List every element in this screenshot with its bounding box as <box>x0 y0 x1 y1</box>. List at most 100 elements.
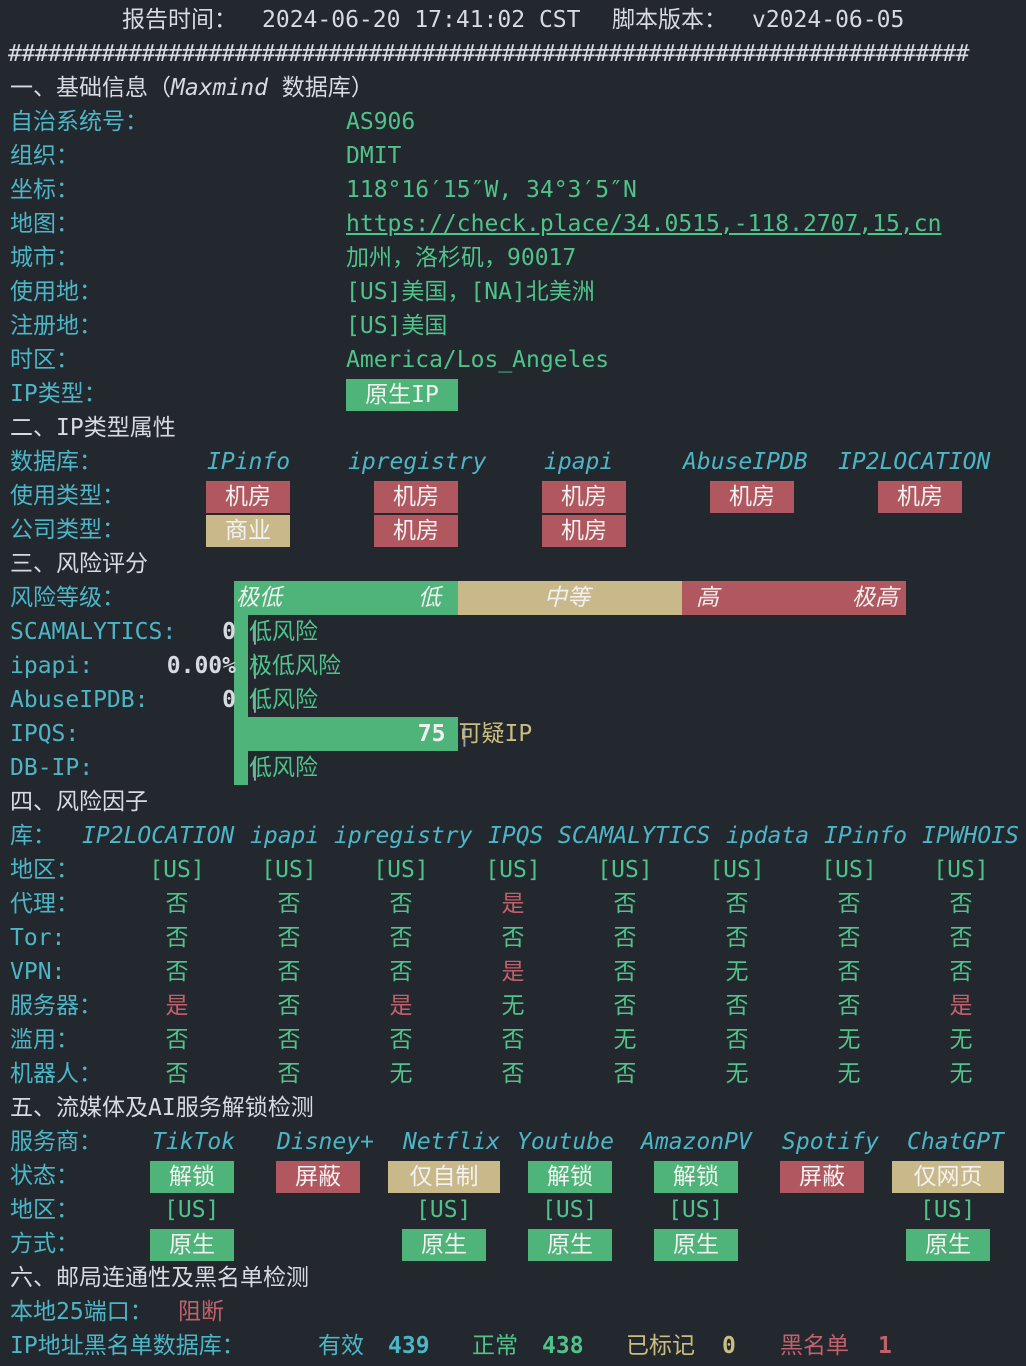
map-link[interactable]: https://check.place/34.0515,-118.2707,15… <box>346 211 942 237</box>
factor-cell: [US] <box>821 857 877 883</box>
factor-cell: 否 <box>165 1061 189 1087</box>
factors-db-row: 库： IP2LOCATION ipapi ipregistry IPQS SCA… <box>0 819 1026 853</box>
factor-label: Tor: <box>10 925 66 951</box>
port25-status: 阻断 <box>178 1299 224 1325</box>
factor-cell: 否 <box>837 891 861 917</box>
factor-cell: 否 <box>501 1061 525 1087</box>
basic-info-label: 自治系统号： <box>10 109 148 135</box>
basic-info-value: DMIT <box>346 143 402 169</box>
factor-db: ipdata <box>726 823 810 849</box>
status-badge: 解锁 <box>150 1161 234 1193</box>
risk-score: 75 <box>417 721 446 747</box>
risk-score: 0 <box>222 687 236 713</box>
factor-row: 服务器：是否是无否否否是 <box>0 989 1026 1023</box>
risk-scale-green <box>234 581 458 615</box>
factor-row: 滥用：否否否否无否无无 <box>0 1023 1026 1057</box>
basic-info-row: 自治系统号： AS906 <box>0 105 1026 139</box>
report-time-label: 报告时间： <box>122 7 237 33</box>
blacklist-row: IP地址黑名单数据库： 有效 439 正常 438 已标记 0 黑名单 1 <box>0 1329 1026 1363</box>
factor-cell: 无 <box>837 1027 861 1053</box>
company-badge: 商业 <box>206 515 290 547</box>
usage-type-row: 使用类型： 机房 机房 机房 机房 机房 <box>0 479 1026 513</box>
provider-netflix: Netflix <box>403 1129 500 1155</box>
normal-label: 正常 <box>472 1333 518 1359</box>
factor-cell: 是 <box>389 993 413 1019</box>
basic-info-label: 注册地： <box>10 313 102 339</box>
method-badge: 原生 <box>906 1229 990 1261</box>
port25-row: 本地25端口： 阻断 <box>0 1295 1026 1329</box>
risk-level-row: 风险等级： 极低 低 中等 高 极高 <box>0 581 1026 615</box>
factor-cell: [US] <box>485 857 541 883</box>
factor-label: 服务器： <box>10 993 102 1019</box>
usage-badge: 机房 <box>878 481 962 513</box>
risk-source-label: ipapi: <box>10 653 94 679</box>
basic-info-label: 坐标： <box>10 177 79 203</box>
factor-cell: 否 <box>501 1027 525 1053</box>
factor-db: ipregistry <box>334 823 473 849</box>
basic-info-label: 地图： <box>10 211 79 237</box>
blacklist-count: 1 <box>878 1333 892 1359</box>
basic-info-value: AS906 <box>346 109 416 135</box>
level-very-high: 极高 <box>852 585 898 611</box>
factor-db: IP2LOCATION <box>82 823 235 849</box>
company-type-label: 公司类型： <box>10 517 125 543</box>
port25-label: 本地25端口： <box>10 1299 153 1325</box>
risk-verdict: 低风险 <box>249 687 318 713</box>
risk-scale-red <box>682 581 906 615</box>
factor-cell: 否 <box>949 891 973 917</box>
factor-cell: [US] <box>261 857 317 883</box>
risk-marker <box>234 649 248 683</box>
risk-level-label: 风险等级： <box>10 585 125 611</box>
risk-divider: | <box>248 687 262 713</box>
ip-type-attr-title: 二、IP类型属性 <box>10 415 176 441</box>
section-basic-title: 一、基础信息（Maxmind 数据库） <box>0 71 1026 105</box>
basic-info-value: America/Los_Angeles <box>346 347 610 373</box>
section-risk-title: 三、风险评分 <box>0 547 1026 581</box>
factor-cell: 否 <box>613 993 637 1019</box>
region-value: [US] <box>542 1197 598 1223</box>
marked-count: 0 <box>722 1333 736 1359</box>
status-row: 状态： 解锁 屏蔽 仅自制 解锁 解锁 屏蔽 仅网页 <box>0 1159 1026 1193</box>
factor-cell: 否 <box>165 891 189 917</box>
factor-cell: 否 <box>165 959 189 985</box>
region-label: 地区： <box>10 1197 79 1223</box>
status-badge: 仅自制 <box>388 1161 500 1193</box>
factor-db: IPWHOIS <box>922 823 1019 849</box>
factor-row: Tor:否否否否否否否否 <box>0 921 1026 955</box>
usage-badge: 机房 <box>710 481 794 513</box>
factor-cell: 否 <box>613 925 637 951</box>
provider-youtube: Youtube <box>517 1129 614 1155</box>
basic-info-value: [US]美国，[NA]北美洲 <box>346 279 595 305</box>
factor-db: ipapi <box>250 823 320 849</box>
factor-cell: 无 <box>389 1061 413 1087</box>
ip-type-db-row: 数据库： IPinfo ipregistry ipapi AbuseIPDB I… <box>0 445 1026 479</box>
basic-info-label: 时区： <box>10 347 79 373</box>
db-ipregistry: ipregistry <box>348 449 487 475</box>
factor-cell: 无 <box>501 993 525 1019</box>
method-badge: 原生 <box>402 1229 486 1261</box>
risk-source-label: DB-IP: <box>10 755 94 781</box>
factor-row: 地区：[US][US][US][US][US][US][US][US] <box>0 853 1026 887</box>
level-low: 低 <box>418 585 441 611</box>
factor-cell: 否 <box>277 1061 301 1087</box>
factors-title: 四、风险因子 <box>10 789 148 815</box>
risk-verdict: 低风险 <box>249 755 318 781</box>
risk-score-bar <box>234 717 458 751</box>
factor-cell: [US] <box>933 857 989 883</box>
basic-info-row: 时区： America/Los_Angeles <box>0 343 1026 377</box>
risk-score-row: ipapi:0.00%|极低风险 <box>0 649 1026 683</box>
risk-verdict: 低风险 <box>249 619 318 645</box>
usage-badge: 机房 <box>206 481 290 513</box>
factor-cell: 是 <box>949 993 973 1019</box>
method-badge: 原生 <box>150 1229 234 1261</box>
provider-tiktok: TikTok <box>152 1129 236 1155</box>
basic-info-row: 使用地：[US]美国，[NA]北美洲 <box>0 275 1026 309</box>
factor-cell: 否 <box>501 925 525 951</box>
ip-type-badge: 原生IP <box>346 379 458 411</box>
db-label: 数据库： <box>10 449 102 475</box>
factor-cell: 否 <box>277 1027 301 1053</box>
risk-verdict: 极低风险 <box>249 653 341 679</box>
provider-amazonpv: AmazonPV <box>641 1129 752 1155</box>
basic-info-value: 加州，洛杉矶，90017 <box>346 245 577 271</box>
factor-label: 地区： <box>10 857 79 883</box>
